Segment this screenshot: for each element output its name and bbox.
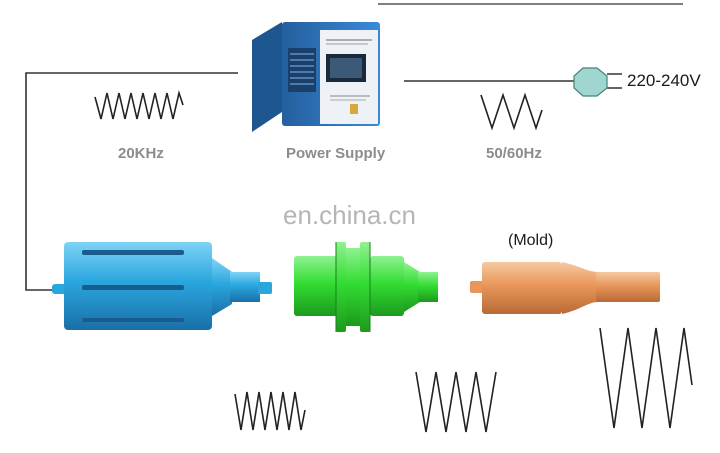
horn-mold — [470, 262, 660, 314]
plug-icon — [573, 67, 608, 97]
power-supply-label: Power Supply — [286, 145, 386, 162]
waveform-50-60hz — [480, 92, 543, 131]
watermark: en.china.cn — [283, 200, 416, 230]
booster — [294, 242, 438, 332]
mold-label: (Mold) — [508, 232, 554, 249]
waveform-medium — [415, 371, 497, 433]
waveform-small — [234, 391, 306, 431]
power-supply-unit — [252, 22, 380, 132]
waveform-20khz — [94, 90, 184, 120]
frequency-label-50-60hz: 50/60Hz — [486, 145, 542, 162]
voltage-label: 220-240V — [627, 71, 701, 90]
waveform-large — [599, 327, 693, 429]
wiring — [25, 3, 683, 291]
transducer — [52, 242, 272, 330]
frequency-label-20khz: 20KHz — [118, 145, 164, 162]
